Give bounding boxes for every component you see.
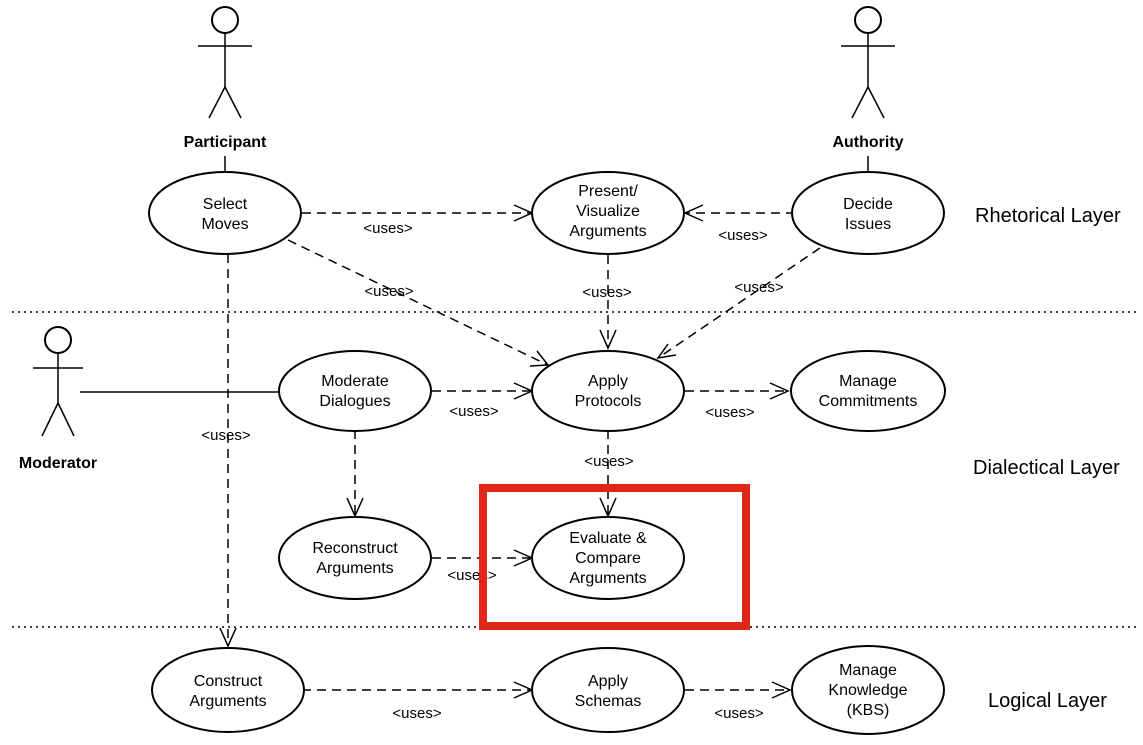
uses-label: <uses> bbox=[449, 403, 498, 420]
actor-participant-label: Participant bbox=[184, 134, 267, 151]
svg-text:Schemas: Schemas bbox=[575, 693, 642, 710]
uses-label: <uses> bbox=[392, 705, 441, 722]
svg-text:Construct: Construct bbox=[194, 673, 263, 690]
uses-label: <uses> bbox=[363, 220, 412, 237]
svg-text:Apply: Apply bbox=[588, 373, 628, 390]
layer-label-rhetorical: Rhetorical Layer bbox=[975, 205, 1121, 227]
svg-text:Arguments: Arguments bbox=[316, 560, 393, 577]
use-case-manage-knowledge: Manage Knowledge (KBS) bbox=[791, 645, 945, 735]
actor-moderator-icon bbox=[33, 326, 83, 437]
actor-authority-label: Authority bbox=[832, 134, 903, 151]
svg-text:Knowledge: Knowledge bbox=[828, 682, 907, 699]
uses-label: <uses> bbox=[718, 227, 767, 244]
use-case-present-visualize-arguments: Present/ Visualize Arguments bbox=[531, 171, 685, 255]
uses-label: <uses> bbox=[447, 567, 496, 584]
svg-text:(KBS): (KBS) bbox=[847, 702, 890, 719]
actor-authority-icon bbox=[841, 6, 895, 119]
svg-text:Apply: Apply bbox=[588, 673, 628, 690]
svg-text:Compare: Compare bbox=[575, 550, 641, 567]
actor-participant-icon bbox=[198, 6, 252, 119]
svg-text:Protocols: Protocols bbox=[575, 393, 642, 410]
use-case-moderate-dialogues: Moderate Dialogues bbox=[278, 350, 432, 432]
uses-label: <uses> bbox=[734, 279, 783, 296]
svg-text:Reconstruct: Reconstruct bbox=[312, 540, 398, 557]
use-case-apply-schemas: Apply Schemas bbox=[531, 647, 685, 733]
uses-label: <uses> bbox=[364, 283, 413, 300]
use-case-manage-commitments: Manage Commitments bbox=[790, 350, 946, 432]
svg-text:Manage: Manage bbox=[839, 373, 897, 390]
dependency-lines bbox=[219, 204, 821, 699]
svg-text:Visualize: Visualize bbox=[576, 203, 640, 220]
use-case-apply-protocols: Apply Protocols bbox=[531, 350, 685, 432]
svg-text:Evaluate &: Evaluate & bbox=[569, 530, 647, 547]
uses-label: <uses> bbox=[714, 705, 763, 722]
svg-text:Manage: Manage bbox=[839, 662, 897, 679]
svg-text:Dialogues: Dialogues bbox=[319, 393, 390, 410]
svg-text:Moves: Moves bbox=[201, 216, 248, 233]
svg-text:Arguments: Arguments bbox=[569, 223, 646, 240]
highlight-box bbox=[479, 484, 750, 630]
svg-text:Arguments: Arguments bbox=[569, 570, 646, 587]
svg-text:Moderate: Moderate bbox=[321, 373, 389, 390]
uses-label: <uses> bbox=[201, 427, 250, 444]
svg-text:Decide: Decide bbox=[843, 196, 893, 213]
use-case-decide-issues: Decide Issues bbox=[791, 171, 945, 255]
svg-text:Arguments: Arguments bbox=[189, 693, 266, 710]
layer-label-logical: Logical Layer bbox=[988, 690, 1107, 712]
uses-label: <uses> bbox=[584, 453, 633, 470]
use-case-evaluate-compare-arguments: Evaluate & Compare Arguments bbox=[531, 516, 685, 600]
uses-label: <uses> bbox=[705, 404, 754, 421]
svg-text:Issues: Issues bbox=[845, 216, 891, 233]
svg-text:Select: Select bbox=[203, 196, 248, 213]
layer-label-dialectical: Dialectical Layer bbox=[973, 457, 1120, 479]
use-case-select-moves: Select Moves bbox=[148, 171, 302, 255]
use-case-reconstruct-arguments: Reconstruct Arguments bbox=[278, 516, 432, 600]
actor-moderator-label: Moderator bbox=[19, 455, 97, 472]
svg-text:Present/: Present/ bbox=[578, 183, 638, 200]
uses-label: <uses> bbox=[582, 284, 631, 301]
svg-text:Commitments: Commitments bbox=[819, 393, 918, 410]
use-case-construct-arguments: Construct Arguments bbox=[151, 647, 305, 733]
